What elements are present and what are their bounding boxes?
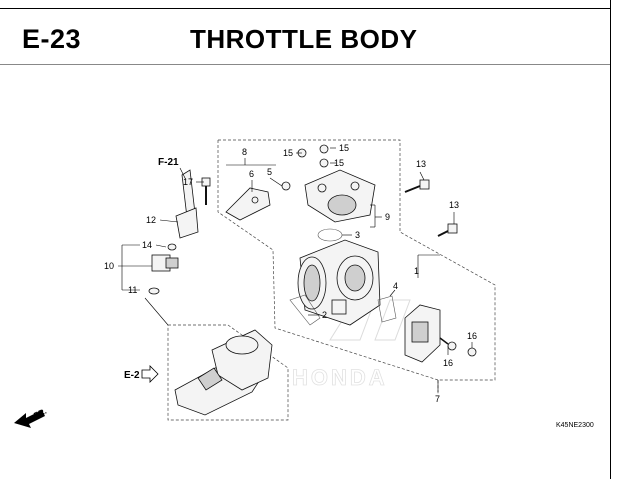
callout-15a: 15 [283, 148, 293, 158]
callout-17: 17 [183, 177, 193, 187]
fuel-injector [175, 169, 199, 239]
connector-10 [148, 243, 179, 295]
ref-f21-label: F-21 [158, 157, 179, 168]
callout-16b: 16 [443, 358, 453, 368]
e2-arrow-icon [141, 365, 159, 383]
o-ring-3 [317, 228, 343, 242]
assembly-outline-main [218, 139, 496, 395]
watermark-text: HONDA [292, 365, 388, 390]
callout-5: 5 [267, 167, 272, 177]
front-arrow-icon [14, 410, 45, 428]
screw-15c [319, 158, 329, 168]
intake-outline [167, 324, 289, 421]
callout-12: 12 [146, 215, 156, 225]
screw-15b [319, 144, 329, 154]
callout-10: 10 [104, 261, 114, 271]
section-id: E-23 [22, 24, 82, 54]
bolt-16b [467, 347, 477, 357]
frame-right-border [610, 0, 611, 479]
throttle-body [297, 239, 381, 326]
screw-5 [281, 181, 291, 191]
callout-3: 3 [355, 230, 360, 240]
callout-8: 8 [242, 147, 247, 157]
assembly-outline-left [217, 140, 439, 381]
page-title: THROTTLE BODY [190, 24, 418, 54]
callout-14: 14 [142, 240, 152, 250]
bolt-13-lower [437, 223, 458, 237]
callout-13a: 13 [416, 159, 426, 169]
callout-4: 4 [393, 281, 398, 291]
callout-15b: 15 [339, 143, 349, 153]
sensor-unit [404, 304, 441, 363]
f21-leader [179, 167, 187, 181]
fr-label: FR. [32, 407, 47, 421]
figure-code: K45NE2300 [556, 422, 594, 429]
callout-9: 9 [385, 212, 390, 222]
callout-7: 7 [435, 394, 440, 404]
callout-2: 2 [322, 310, 327, 320]
frame-top-border [0, 8, 610, 9]
callout-6: 6 [249, 169, 254, 179]
callout-13b: 13 [449, 200, 459, 210]
ref-e2-label: E-2 [124, 370, 140, 381]
callout-15c: 15 [334, 158, 344, 168]
top-cover-assembly [304, 169, 376, 223]
gasket-4 [377, 295, 397, 323]
bracket-part [225, 187, 271, 221]
honda-watermark: HONDA [292, 299, 411, 390]
bolt-13-upper [404, 179, 430, 193]
callout-16a: 16 [467, 331, 477, 341]
callout-1: 1 [414, 266, 419, 276]
intake-pipe [174, 329, 273, 416]
header-divider [0, 64, 610, 65]
leader-lines [118, 147, 473, 392]
callout-11: 11 [128, 285, 137, 295]
gasket-2 [289, 294, 321, 326]
